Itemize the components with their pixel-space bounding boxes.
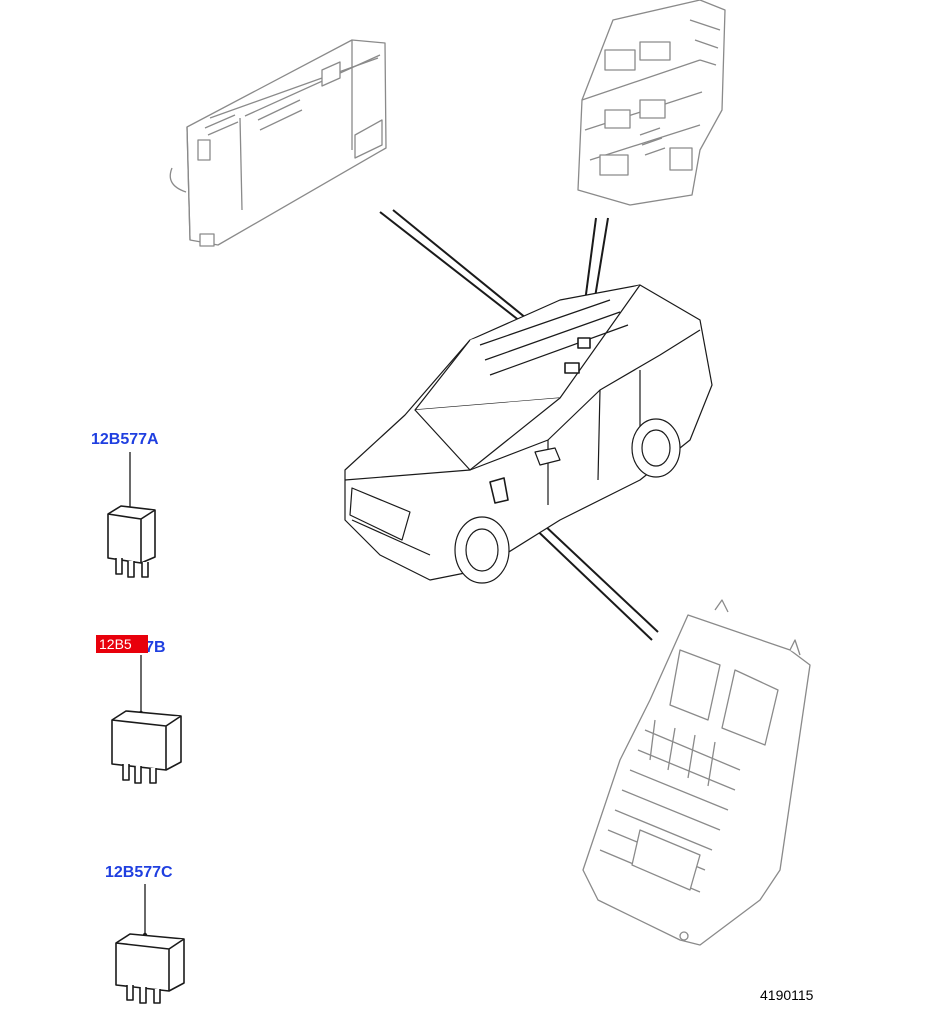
relay-b-group[interactable]: 12B577B 12B5	[96, 635, 182, 784]
relay-c-icon	[115, 933, 185, 1004]
relay-b-icon	[111, 710, 182, 784]
callout-highlight-text: 12B5	[99, 636, 132, 652]
control-module-left	[169, 39, 387, 247]
relay-a-group[interactable]: 12B577A	[91, 431, 159, 578]
relay-a-icon	[107, 505, 156, 578]
callout-highlight	[96, 635, 148, 653]
vehicle-illustration	[344, 284, 713, 584]
control-module-upper-right	[577, 0, 726, 206]
callout-12b577c[interactable]: 12B577C	[105, 864, 173, 881]
fuse-box-lower-right	[582, 599, 811, 946]
figure-number: 4190115	[760, 987, 814, 1003]
relay-c-group[interactable]: 12B577C	[105, 864, 185, 1004]
callout-12b577a[interactable]: 12B577A	[91, 431, 159, 448]
